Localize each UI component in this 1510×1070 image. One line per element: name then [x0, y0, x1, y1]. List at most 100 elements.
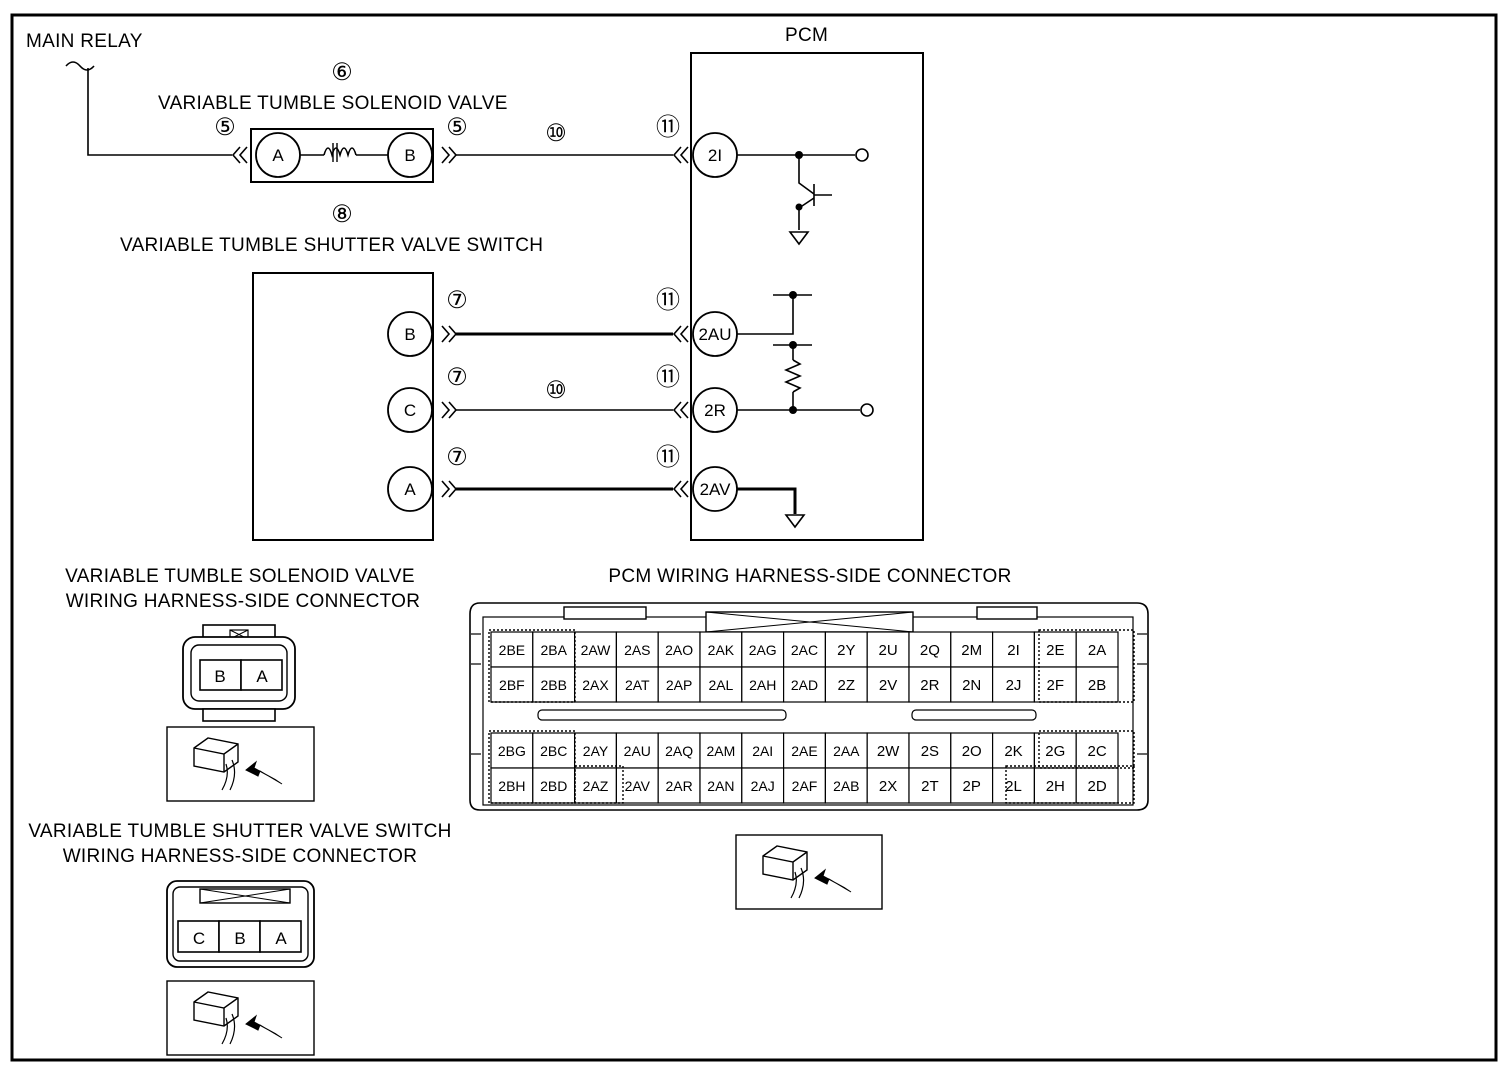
- switch-connector-label-2: WIRING HARNESS-SIDE CONNECTOR: [63, 846, 418, 867]
- pcm-connector-cell: [573, 666, 617, 703]
- switch-pin-b: [387, 311, 433, 357]
- page-frame: [10, 13, 1498, 1062]
- main-relay-wire: [87, 68, 232, 156]
- pcm-connector-cell-label: 2BH: [498, 778, 525, 794]
- pcm-connector-cell-label: 2AD: [791, 677, 818, 693]
- pcm-connector-cell-label: 2AT: [625, 677, 650, 693]
- pcm-connector-cell: [615, 666, 659, 703]
- pcm-2r-terminal: [860, 403, 874, 417]
- solenoid-valve-body: [250, 128, 434, 183]
- pcm-connector-cell: [490, 767, 534, 804]
- pcm-connector-cell: [657, 732, 701, 769]
- pcm-pin-2av-label: 2AV: [700, 480, 732, 499]
- pcm-connector-cell-label: 2AJ: [751, 778, 775, 794]
- shutter-switch-label: VARIABLE TUMBLE SHUTTER VALVE SWITCH: [120, 235, 543, 256]
- pcm-connector-cell-label: 2J: [1006, 677, 1022, 694]
- solenoid-valve-label: VARIABLE TUMBLE SOLENOID VALVE: [158, 93, 508, 114]
- pcm-connector-cell-label: 2AZ: [583, 778, 609, 794]
- pcm-connector-cell-label: 2N: [962, 677, 981, 694]
- connector-mark-icon: [441, 325, 458, 343]
- pcm-connector-group-outline: [1005, 765, 1135, 804]
- pcm-connector-cell-label: 2K: [1004, 743, 1022, 760]
- solenoid-connector-label-1: VARIABLE TUMBLE SOLENOID VALVE: [65, 566, 415, 587]
- pcm-pin-2au-label: 2AU: [698, 325, 731, 344]
- pcm-connector-cell: [866, 631, 910, 668]
- pcm-connector-cell-label: 2AL: [708, 677, 733, 693]
- connector-view-icon: [166, 980, 315, 1056]
- pcm-label: PCM: [785, 25, 828, 46]
- pcm-connector-cell-label: 2BA: [540, 642, 567, 658]
- callout-7-c: ⑦: [446, 364, 468, 391]
- connector-mark-icon: [441, 480, 458, 498]
- switch-pin-a: [387, 466, 433, 512]
- pcm-connector-cell: [490, 666, 534, 703]
- pcm-connector-cell-label: 2U: [879, 642, 898, 659]
- pcm-connector-cell: [657, 666, 701, 703]
- pcm-connector-cell-label: 2T: [921, 778, 939, 795]
- connector-mark-icon: [441, 401, 458, 419]
- main-relay-terminal-icon: [65, 61, 95, 71]
- pcm-connector-cell-label: 2Y: [837, 642, 855, 659]
- pcm-connector-cell: [699, 767, 743, 804]
- pcm-connector-cell-label: 2B: [1088, 677, 1106, 694]
- main-relay-label: MAIN RELAY: [26, 31, 143, 52]
- pcm-connector-cell: [782, 631, 826, 668]
- pcm-connector-cell-label: 2E: [1046, 642, 1064, 659]
- coil-icon: [323, 147, 357, 158]
- pcm-connector-cell: [532, 767, 576, 804]
- pcm-connector-cell-label: 2D: [1088, 778, 1107, 795]
- switch-cell-a: A: [275, 929, 287, 948]
- connector-mark-icon: [672, 325, 689, 343]
- transistor-icon: [798, 155, 815, 195]
- pcm-connector-cell-label: 2A: [1088, 642, 1106, 659]
- pcm-connector-cell: [1033, 631, 1077, 668]
- pcm-connector-cell: [490, 631, 534, 668]
- pcm-connector-cell-label: 2R: [920, 677, 939, 694]
- pcm-connector-cell-label: 2AF: [792, 778, 818, 794]
- switch-cell-b: B: [234, 929, 245, 948]
- switch-pin-c-label: C: [404, 401, 416, 420]
- junction-dot: [789, 406, 797, 414]
- pcm-connector-cell: [866, 767, 910, 804]
- connector-mark-icon: [672, 480, 689, 498]
- pcm-connector-cell: [657, 631, 701, 668]
- pcm-connector-cell: [532, 732, 576, 769]
- pcm-connector-cell-label: 2O: [962, 743, 982, 760]
- pcm-connector-cell-label: 2AG: [749, 642, 777, 658]
- pcm-connector-cell: [950, 666, 994, 703]
- connector-mark-icon: [672, 146, 689, 164]
- pcm-pin-2r-label: 2R: [704, 401, 726, 420]
- pcm-connector-cell: [866, 732, 910, 769]
- solenoid-cell-b: B: [214, 667, 225, 686]
- pcm-connector-cell-label: 2AI: [752, 743, 773, 759]
- pcm-connector-cell-label: 2AH: [749, 677, 776, 693]
- pcm-connector-cell-label: 2AB: [833, 778, 859, 794]
- callout-11-2i: ⑪: [656, 114, 680, 141]
- pcm-connector-cell-label: 2P: [963, 778, 981, 795]
- pcm-connector-cell: [824, 732, 868, 769]
- solenoid-cell-a: A: [256, 667, 268, 686]
- pcm-connector-cell-label: 2AO: [665, 642, 693, 658]
- pcm-connector-group-outline: [1038, 730, 1135, 769]
- pcm-connector-cell: [573, 767, 617, 804]
- connector-view-icon: [735, 834, 883, 910]
- callout-7-b: ⑦: [446, 287, 468, 314]
- pcm-box: [690, 52, 924, 541]
- pcm-connector-cell-label: 2AP: [666, 677, 692, 693]
- junction-dot: [795, 203, 803, 211]
- pcm-connector-label: PCM WIRING HARNESS-SIDE CONNECTOR: [608, 566, 1011, 587]
- pcm-connector-group-outline: [574, 765, 624, 804]
- pcm-connector-cell: [1075, 666, 1119, 703]
- pcm-connector-cell: [991, 631, 1035, 668]
- switch-pin-c: [387, 387, 433, 433]
- pcm-connector-cell-label: 2BD: [540, 778, 567, 794]
- pcm-connector-cell: [490, 732, 534, 769]
- pcm-connector-cell-label: 2F: [1047, 677, 1065, 694]
- pcm-connector-cell: [824, 666, 868, 703]
- pcm-connector-cell-label: 2BF: [499, 677, 525, 693]
- solenoid-pin-b-label: B: [404, 146, 415, 165]
- pcm-connector-cell: [699, 631, 743, 668]
- pcm-connector-cell-label: 2I: [1007, 642, 1020, 659]
- connector-mark-icon: [231, 146, 248, 164]
